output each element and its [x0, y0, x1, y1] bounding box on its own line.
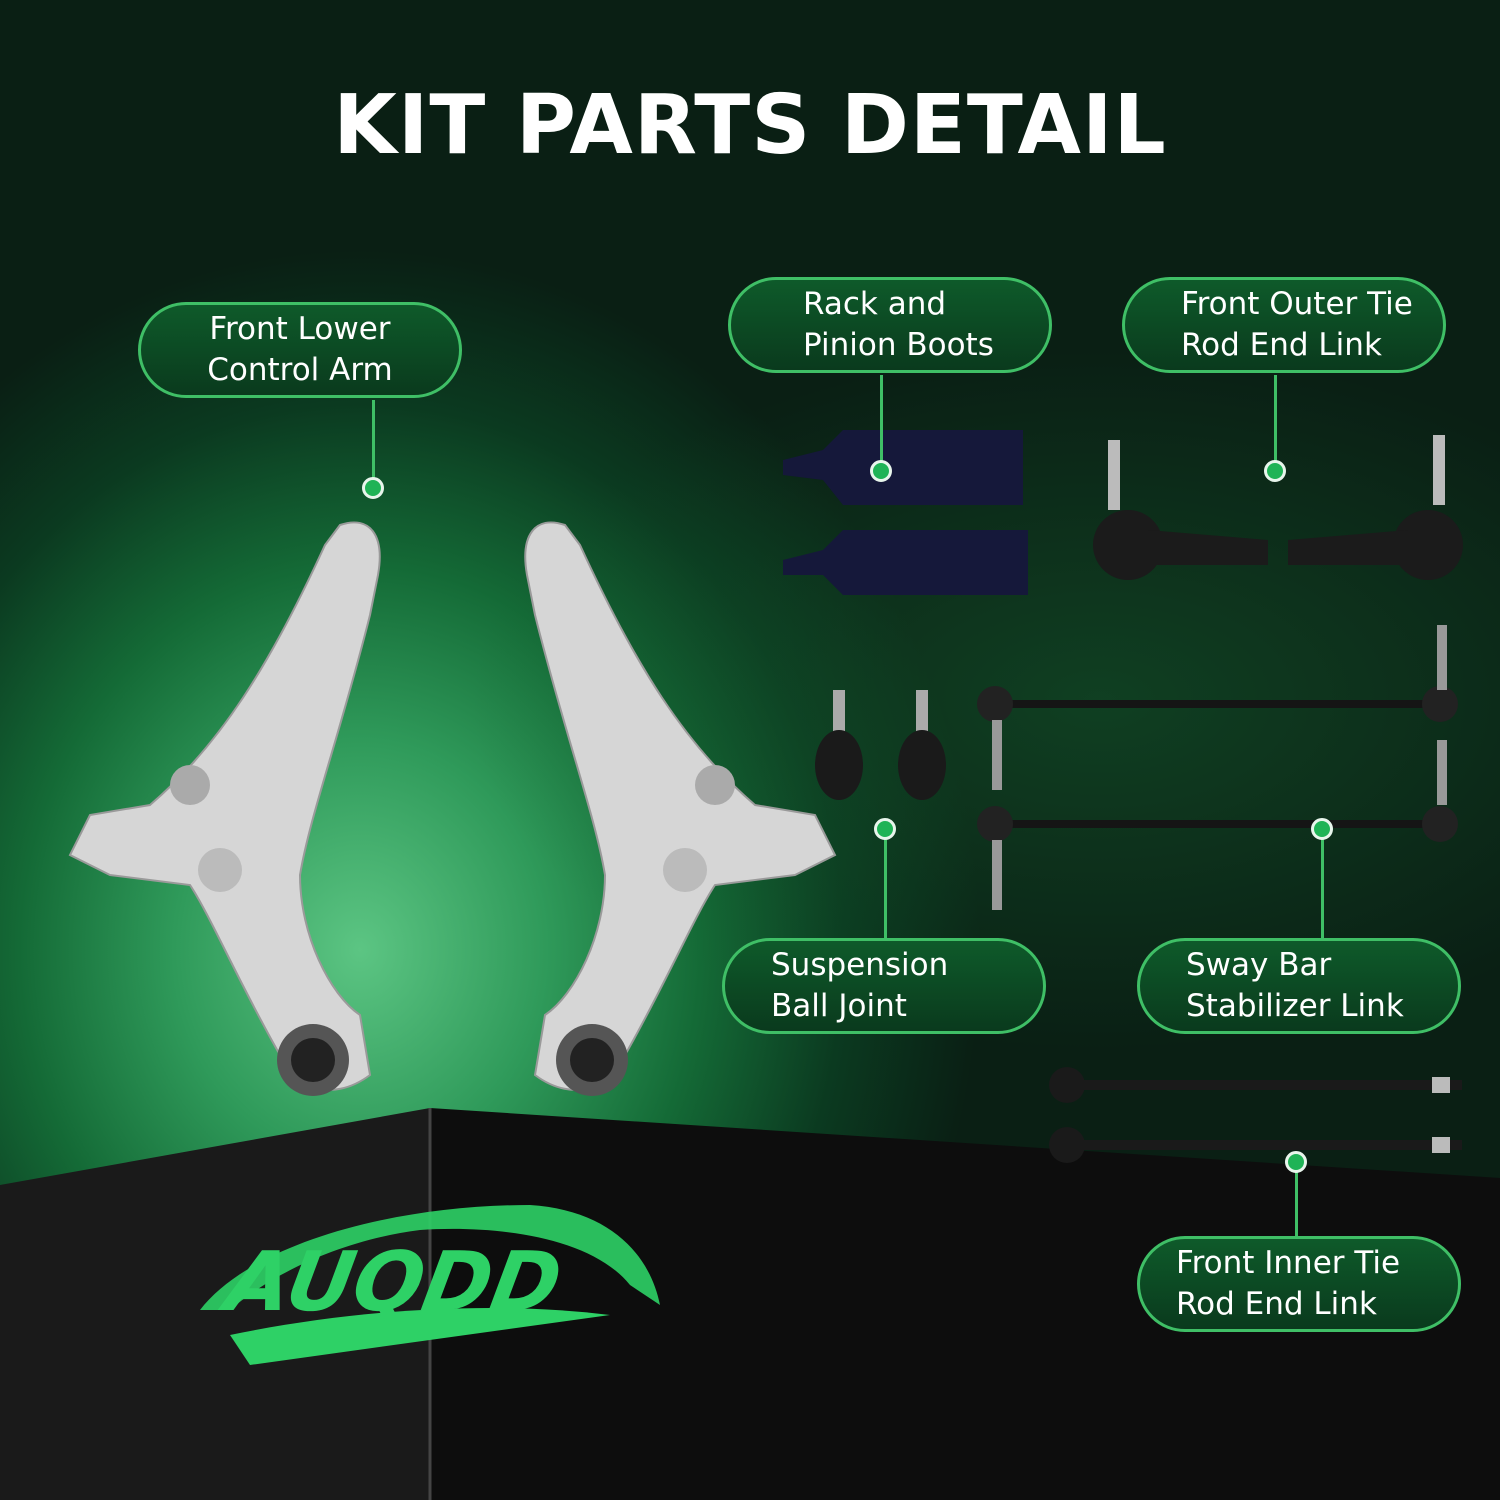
svg-text:AUQDD: AUQDD	[214, 1235, 569, 1330]
label-line: Control Arm	[207, 352, 393, 388]
marker-dot	[1264, 460, 1286, 482]
label-line: Front Outer Tie	[1181, 286, 1413, 322]
connector-line	[880, 375, 883, 465]
label-line: Ball Joint	[771, 988, 907, 1024]
connector-line	[372, 400, 375, 480]
ball-joint-image	[815, 690, 946, 800]
label-line: Front Inner Tie	[1176, 1245, 1401, 1281]
label-line: Suspension	[771, 947, 949, 983]
marker-dot	[874, 818, 896, 840]
connector-line	[1295, 1170, 1298, 1236]
label-line: Rod End Link	[1181, 327, 1382, 363]
connector-line	[1321, 835, 1324, 938]
label-line: Pinion Boots	[803, 327, 994, 363]
page-title: KIT PARTS DETAIL	[333, 78, 1167, 173]
inner-tie-rod-image	[1049, 1067, 1462, 1163]
auqdd-logo: AUQDD	[200, 1205, 660, 1365]
label-front-inner-tie-rod: Front Inner Tie Rod End Link	[1137, 1236, 1461, 1332]
label-line: Front Lower	[209, 311, 391, 347]
label-line: Rod End Link	[1176, 1286, 1377, 1322]
control-arm-right-image	[524, 521, 837, 1096]
label-line: Sway Bar	[1186, 947, 1332, 983]
label-line: Rack and	[803, 286, 947, 322]
label-front-lower-control-arm: Front Lower Control Arm	[138, 302, 462, 398]
marker-dot	[1311, 818, 1333, 840]
label-line: Stabilizer Link	[1186, 988, 1404, 1024]
outer-tie-rod-image	[1093, 435, 1463, 580]
label-front-outer-tie-rod: Front Outer Tie Rod End Link	[1122, 277, 1446, 373]
marker-dot	[870, 460, 892, 482]
label-suspension-ball-joint: Suspension Ball Joint	[722, 938, 1046, 1034]
connector-line	[884, 835, 887, 938]
label-rack-pinion-boots: Rack and Pinion Boots	[728, 277, 1052, 373]
control-arm-left-image	[68, 521, 381, 1096]
marker-dot	[362, 477, 384, 499]
rack-pinion-boots-image	[783, 430, 1028, 595]
sway-bar-link-image	[977, 625, 1458, 910]
label-sway-bar-link: Sway Bar Stabilizer Link	[1137, 938, 1461, 1034]
marker-dot	[1285, 1151, 1307, 1173]
connector-line	[1274, 375, 1277, 465]
